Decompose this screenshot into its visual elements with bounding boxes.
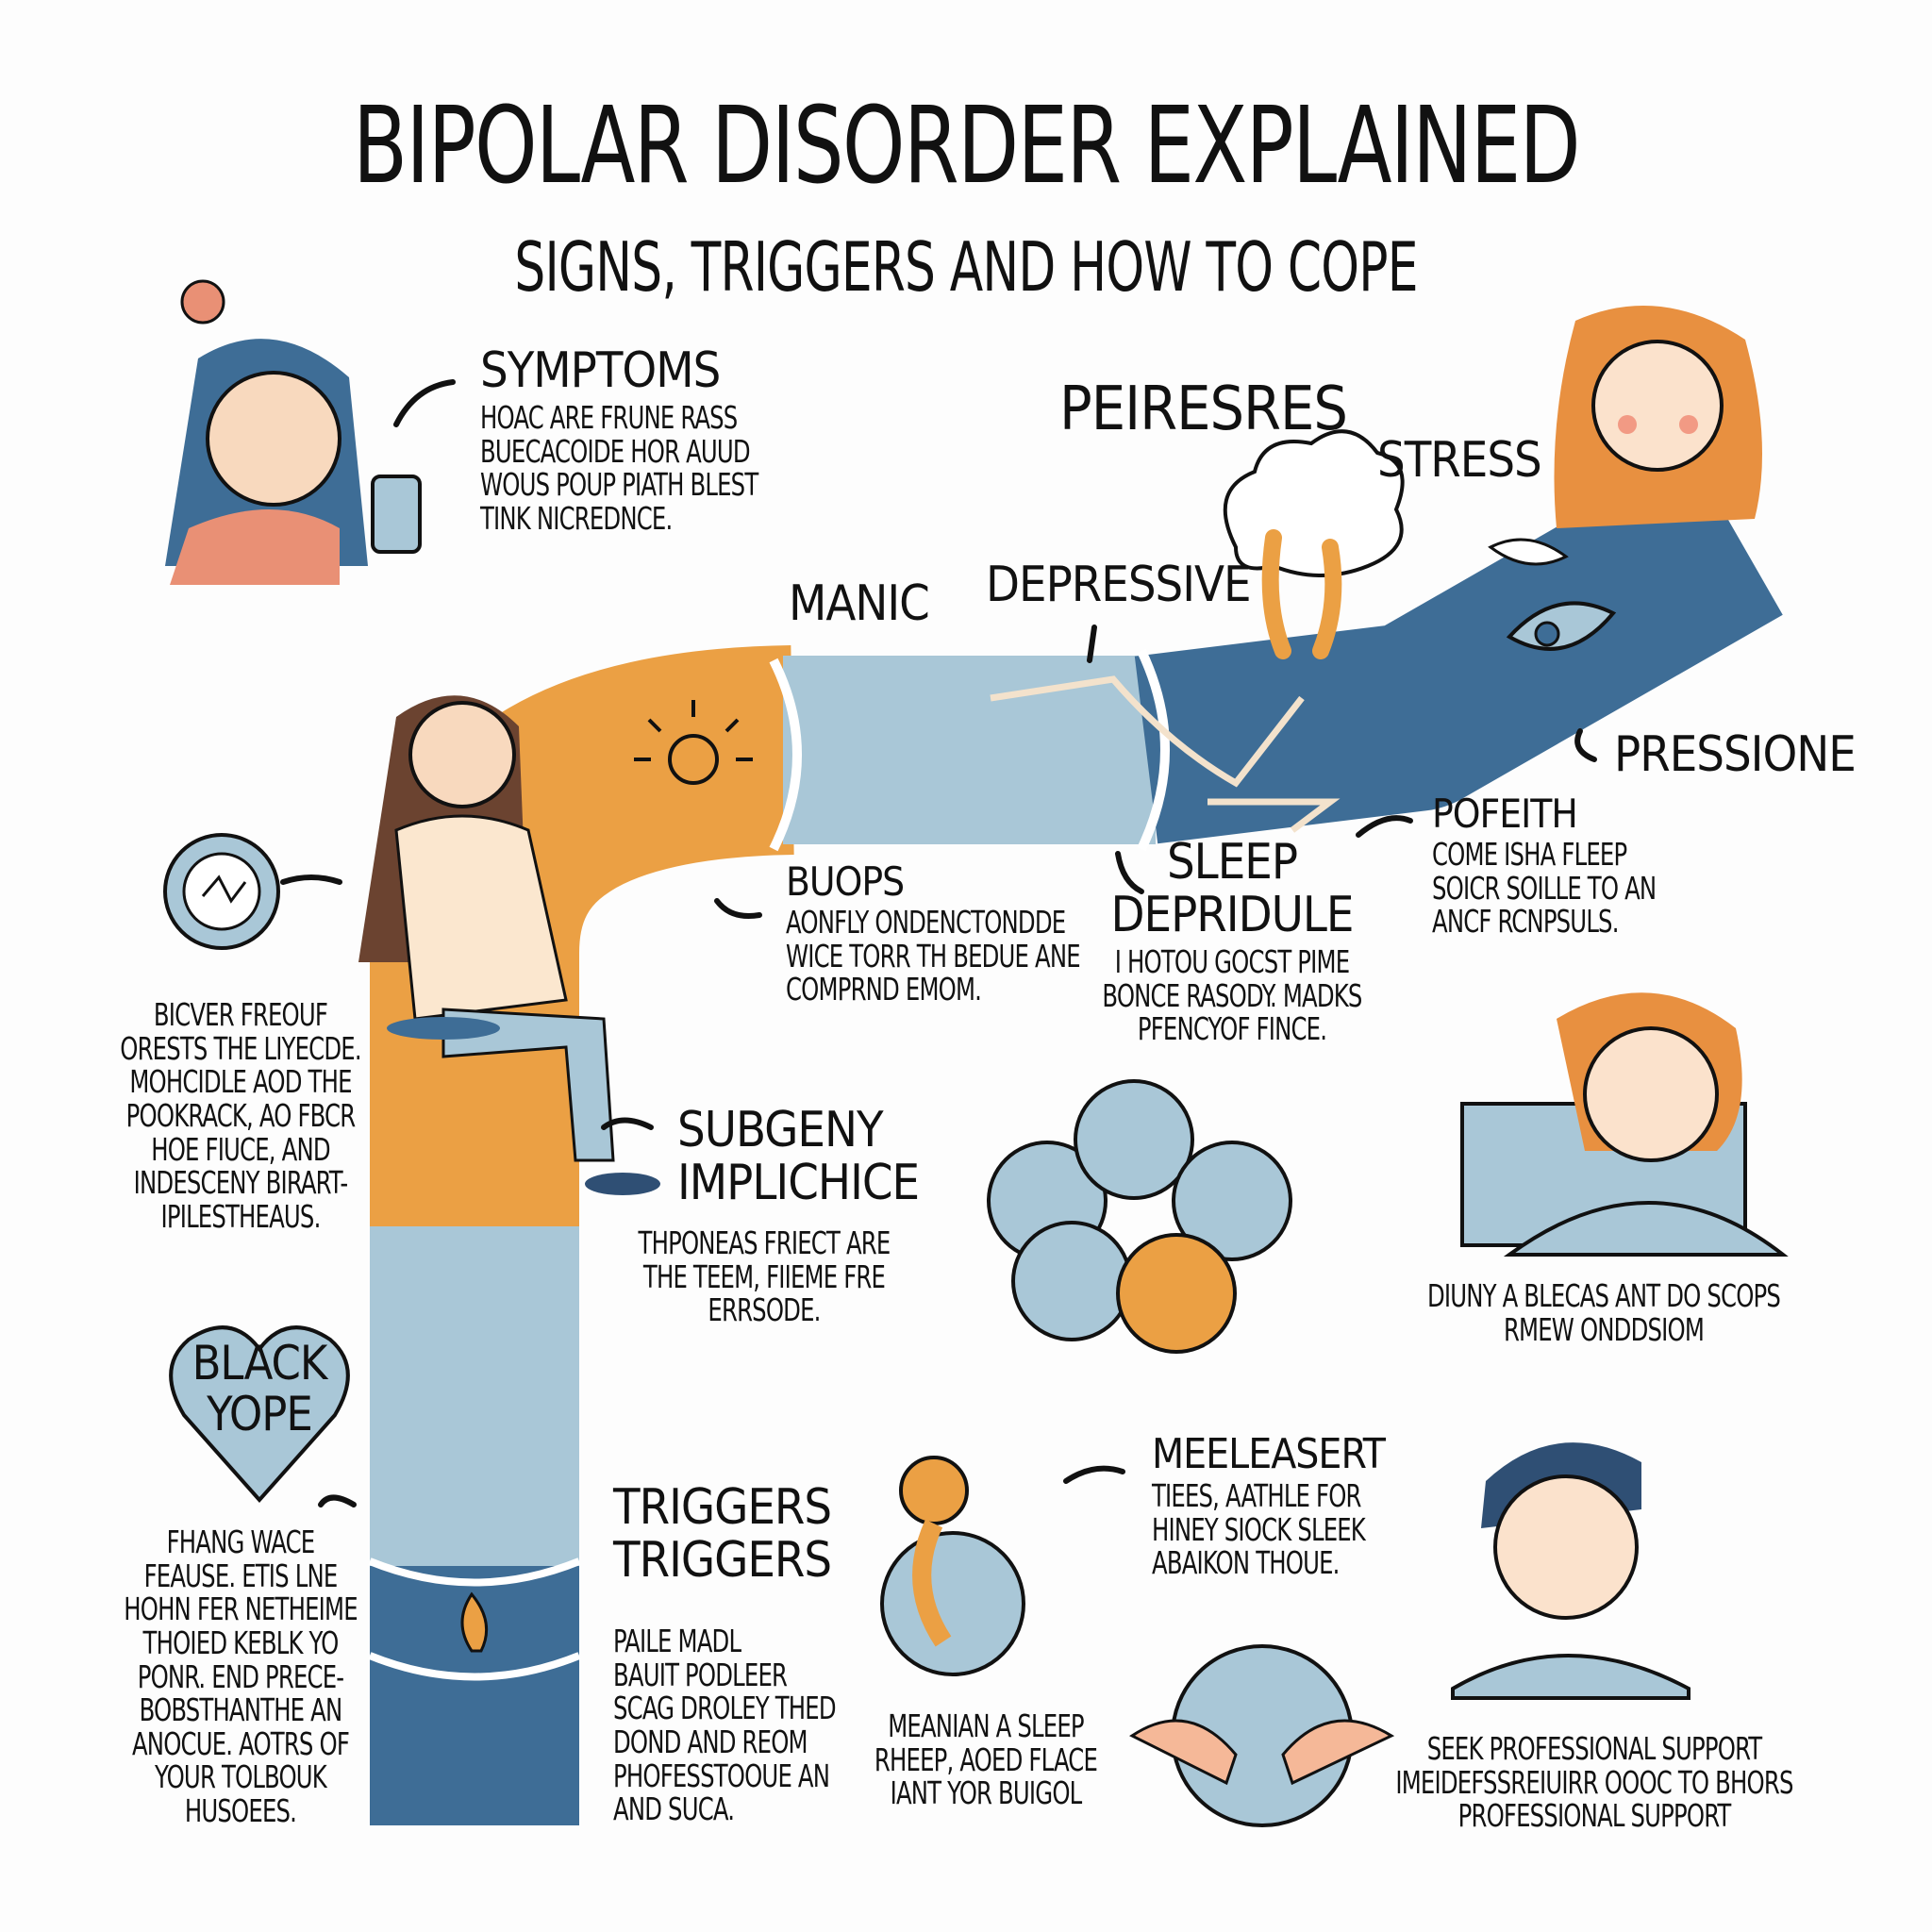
flower-icon	[180, 279, 225, 325]
meleasert-body: TIEES, AATHLE FOR HINEY SIOCK SLEEK ABAI…	[1152, 1477, 1366, 1582]
tube-depressive-dark	[1134, 451, 1783, 844]
depressive-label: DEPRESSIVE	[986, 557, 1252, 613]
page-title: BIPOLAR DISORDER EXPLAINED	[352, 85, 1581, 208]
tube-lower-light	[370, 1226, 579, 1575]
heart-label: BLACK YOPE	[192, 1336, 328, 1441]
pofeith-heading: POFEITH	[1432, 791, 1578, 837]
subgeny-body: THPONEAS FRIECT ARE THE TEEM, FIIEME FRE…	[638, 1224, 891, 1329]
meanian-text: MEANIAN A SLEEP RHEEP, AOED FLACE IANT Y…	[874, 1707, 1098, 1812]
left-mid-text: BICVER FREOUF ORESTS THE LIYECDE. MOHCID…	[120, 996, 361, 1235]
tube-ring-line	[368, 1557, 581, 1681]
arrow-icon	[280, 379, 1597, 1507]
sleep-body: I HOTOU GOCST PIME BONCE RASODY. MADKS P…	[1102, 943, 1362, 1048]
eye-icon	[1488, 538, 1617, 651]
page-subtitle: SIGNS, TRIGGERS AND HOW TO COPE	[514, 227, 1418, 307]
subgeny-heading: SUBGENY IMPLICHICE	[677, 1102, 920, 1212]
buops-body: AONFLY ONDENCTONDDE WICE TORR TH BEDUE A…	[786, 904, 1081, 1008]
emotion-circle-cluster	[987, 1079, 1292, 1354]
woman-phone-illustration	[165, 279, 422, 585]
pressione-label: PRESSIONE	[1614, 726, 1857, 783]
left-bottom-text: FHANG WACE FEAUSE. ETIS LNE HOHN FER NET…	[124, 1524, 358, 1829]
flame-icon	[460, 1591, 489, 1653]
segment-divider	[769, 648, 1170, 852]
hands-icon	[1261, 529, 1342, 659]
symptoms-body: HOAC ARE FRUNE RASS BUECACOIDE HOR AUUD …	[480, 399, 758, 537]
symptoms-heading: SYMPTOMS	[480, 342, 721, 399]
meditating-figure-illustration	[880, 1456, 1025, 1676]
woman-red-hair-illustration	[1554, 306, 1762, 528]
boy-support-illustration	[1451, 1442, 1690, 1700]
heart-shape	[169, 1325, 350, 1504]
woman-sitting-illustration	[358, 695, 660, 1195]
buops-heading: BUOPS	[786, 858, 905, 905]
triggers-heading: TRIGGERS TRIGGERS	[613, 1479, 832, 1590]
zigzag-arrow-icon	[990, 675, 1341, 833]
stress-label: STRESS	[1377, 432, 1542, 489]
cloud-icon	[1223, 429, 1405, 577]
boy-eating-illustration	[1460, 992, 1789, 1257]
meleasert-heading: MEELEASERT	[1152, 1430, 1386, 1478]
triggers-body: PAILE MADL BAUIT PODLEER SCAG DROLEY THE…	[613, 1623, 837, 1828]
sun-icon	[634, 700, 753, 785]
manic-label: MANIC	[789, 575, 930, 632]
pofeith-body: COME ISHA FLEEP SOICR SOILLE TO AN ANCF …	[1432, 836, 1657, 941]
seek-support-text: SEEK PROFESSIONAL SUPPORT IMEIDEFSSREIUI…	[1395, 1730, 1793, 1835]
peiresres-label: PEIRESRES	[1059, 375, 1348, 444]
diuny-text: DIUNY A BLECAS ANT DO SCOPS RMEW ONDDSIO…	[1426, 1277, 1781, 1348]
hands-globe-illustration	[1129, 1644, 1395, 1827]
sleep-heading: SLEEP DEPRIDULE	[1110, 834, 1355, 944]
clock-icon	[163, 833, 280, 950]
